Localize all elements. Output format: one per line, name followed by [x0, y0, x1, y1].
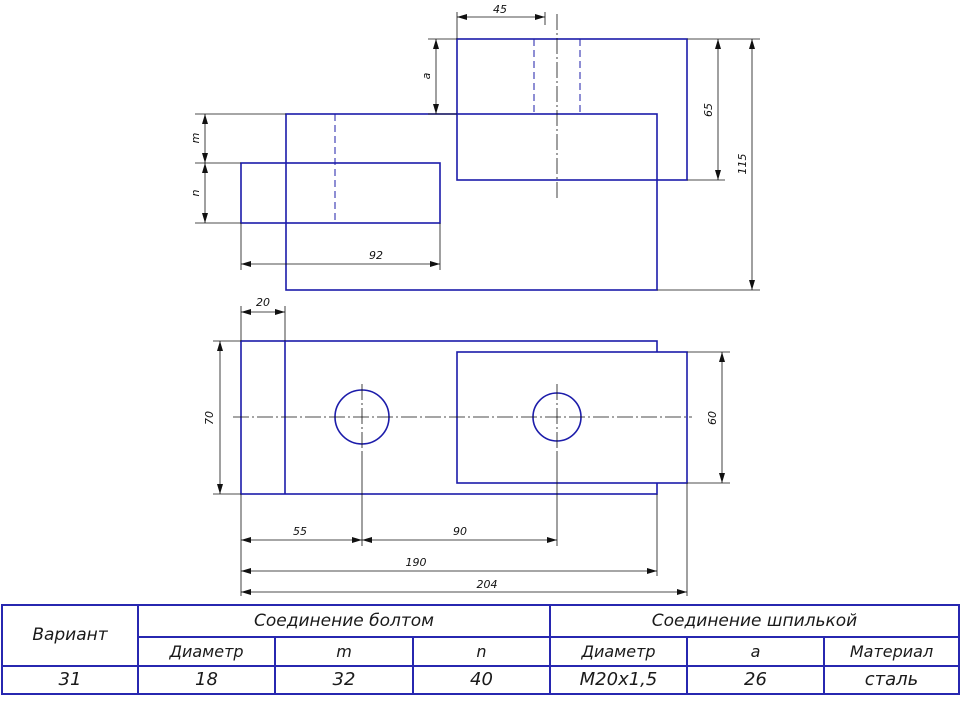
- plan-view-centerlines: [233, 384, 692, 452]
- bolt-diameter-value: 18: [137, 665, 276, 695]
- bolt-diameter-header: Диаметр: [137, 636, 276, 667]
- dim-90: 90: [453, 525, 467, 538]
- dim-55: 55: [293, 525, 307, 538]
- dim-m: m: [189, 133, 202, 144]
- middle-block-outline: [285, 113, 658, 291]
- stud-a-value: 26: [686, 665, 825, 695]
- dim-190: 190: [406, 556, 427, 569]
- stud-material-header: Материал: [822, 636, 960, 667]
- front-view-dimension-texts: 45 a 65 115 m n 92: [189, 3, 749, 262]
- stud-diameter-value: M20x1,5: [549, 665, 688, 695]
- variant-value: 31: [1, 665, 139, 695]
- dim-115: 115: [736, 154, 749, 175]
- dim-65: 65: [702, 103, 715, 117]
- bolt-m-header: m: [274, 636, 414, 667]
- dim-20: 20: [256, 296, 270, 309]
- dim-60: 60: [706, 411, 719, 425]
- stud-a-header: a: [686, 636, 825, 667]
- dim-92: 92: [369, 249, 383, 262]
- dim-70: 70: [203, 411, 216, 425]
- top-block-outline: [456, 38, 688, 181]
- dim-45: 45: [493, 3, 507, 16]
- variant-header: Вариант: [1, 604, 139, 667]
- bolt-connection-header: Соединение болтом: [137, 604, 551, 638]
- bolt-n-header: n: [412, 636, 551, 667]
- plan-view: [240, 340, 688, 495]
- stud-material-value: сталь: [822, 665, 960, 695]
- front-view-dimensions: [195, 12, 760, 291]
- bolt-m-value: 32: [274, 665, 414, 695]
- dim-204: 204: [477, 578, 498, 591]
- dim-a: a: [420, 72, 433, 79]
- plan-view-dimension-texts: 20 70 60 55 90 190 204: [203, 296, 719, 591]
- front-view: [240, 38, 688, 291]
- table-row: 31 18 32 40 M20x1,5 26 сталь: [1, 665, 960, 695]
- bolt-n-value: 40: [412, 665, 551, 695]
- dim-n: n: [189, 189, 202, 196]
- front-view-hidden-lines: [334, 39, 581, 223]
- plan-top-block-outline: [456, 351, 688, 484]
- technical-drawing: 45 a 65 115 m n 92: [189, 3, 760, 596]
- stud-diameter-header: Диаметр: [549, 636, 688, 667]
- stud-connection-header: Соединение шпилькой: [548, 604, 960, 638]
- plan-view-dimensions: [213, 306, 730, 596]
- specification-table: Вариант Соединение болтом Соединение шпи…: [1, 604, 960, 695]
- left-flange-outline: [240, 162, 441, 224]
